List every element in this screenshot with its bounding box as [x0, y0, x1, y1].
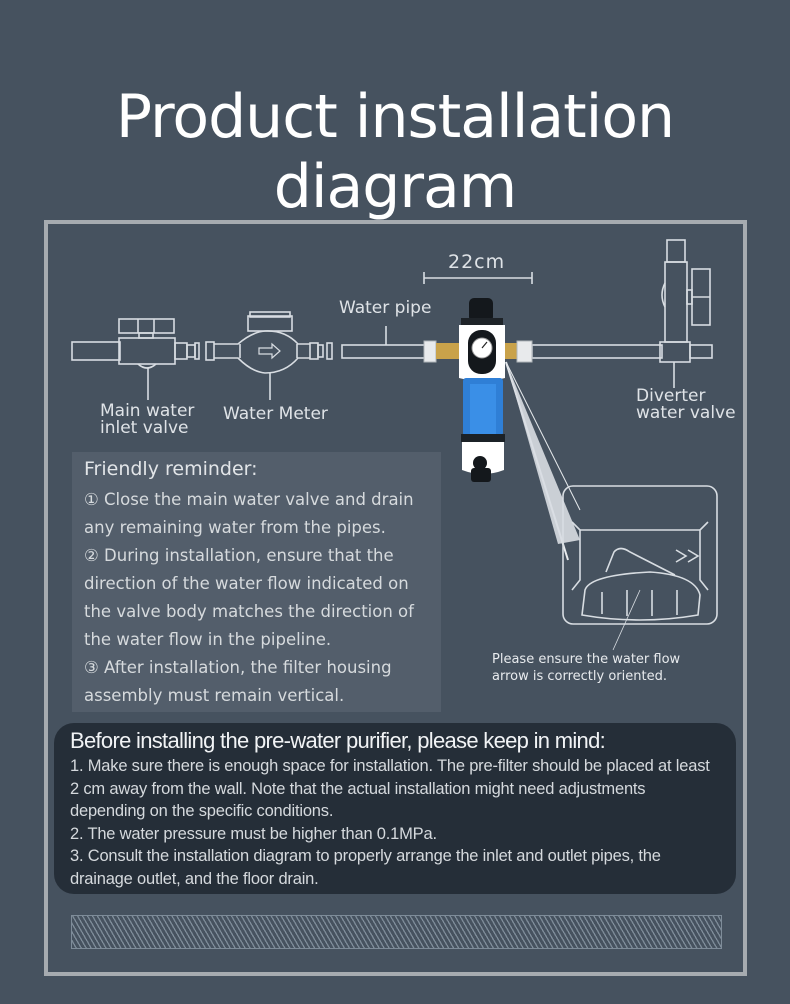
main-valve-label-line1: Main water [100, 401, 195, 421]
diverter-label-line1: Diverter [636, 386, 706, 406]
main-valve-label-line2: inlet valve [100, 418, 189, 438]
diverter-label-line2: water valve [636, 403, 736, 423]
installation-notice-panel: Before installing the pre-water purifier… [54, 723, 736, 894]
notice-heading: Before installing the pre-water purifier… [70, 728, 606, 753]
reminder-item: ① Close the main water valve and drain a… [84, 490, 414, 537]
dimension-label: 22cm [448, 251, 506, 273]
hatched-floor-bar [71, 915, 722, 949]
flow-note-line1: Please ensure the water flow [492, 652, 681, 667]
flow-arrow-detail-icon [562, 485, 718, 651]
dimension-line-icon [423, 272, 533, 284]
pre-filter-icon [423, 298, 533, 482]
notice-item: 1. Make sure there is enough space for i… [70, 757, 710, 820]
water-pipe-label: Water pipe [339, 298, 432, 318]
water-meter-label: Water Meter [223, 404, 328, 424]
notice-item: 2. The water pressure must be higher tha… [70, 824, 437, 843]
flow-note-line2: arrow is correctly oriented. [492, 669, 667, 684]
reminder-heading: Friendly reminder: [84, 458, 258, 480]
notice-item: 3. Consult the installation diagram to p… [70, 847, 661, 888]
flow-arrow-note: Please ensure the water flow arrow is co… [492, 651, 680, 685]
reminder-item: ② During installation, ensure that the d… [84, 546, 414, 649]
diagram-frame [44, 220, 747, 976]
reminder-item: ③ After installation, the filter housing… [84, 658, 392, 705]
installation-diagram [71, 239, 718, 651]
main-valve-icon [71, 318, 176, 400]
page-title: Product installation diagram [115, 82, 675, 222]
friendly-reminder-panel: Friendly reminder: ① Close the main wate… [72, 452, 441, 712]
